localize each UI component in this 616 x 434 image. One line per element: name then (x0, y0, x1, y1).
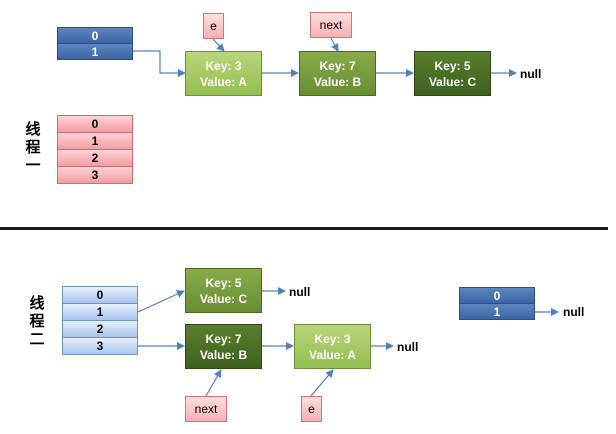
thread2-node-key5: Key: 5 Value: C (185, 268, 262, 313)
thread1-label-char: 线 (25, 120, 41, 138)
section-divider (0, 227, 608, 230)
arrow-next-to-key7 (330, 37, 339, 52)
thread2-new-table-slot-3: 3 (62, 337, 138, 355)
arrow-old-table-to-key3 (133, 50, 186, 77)
thread2-old-table-slot-0: 0 (459, 287, 535, 304)
thread1-node-key7: Key: 7 Value: B (299, 51, 376, 96)
thread2-old-table-slot-1: 1 (459, 303, 535, 320)
thread2-new-table-slot-0: 0 (62, 286, 138, 304)
node-key: Key: 5 (205, 275, 242, 290)
thread2-null-after-key5: null (289, 285, 311, 299)
node-value: Value: A (200, 74, 247, 89)
thread1-label-char: 程 (25, 138, 41, 156)
arrow-slot1-to-key5 (137, 290, 185, 313)
thread2-label: 线 程 二 (28, 294, 46, 348)
node-key: Key: 7 (205, 331, 242, 346)
thread2-label-char: 线 (29, 294, 45, 312)
node-value: Value: C (428, 74, 477, 89)
node-key: Key: 3 (205, 58, 242, 73)
thread2-node-key3: Key: 3 Value: A (294, 324, 371, 369)
thread1-tag-next: next (310, 12, 352, 38)
thread1-new-table-slot-3: 3 (57, 166, 133, 184)
thread2-node-key7: Key: 7 Value: B (185, 324, 262, 369)
node-key: Key: 5 (434, 58, 471, 73)
thread1-node-key5: Key: 5 Value: C (414, 51, 491, 96)
arrow-e-to-key3 (310, 369, 334, 397)
arrow-e-to-key3 (211, 37, 225, 52)
node-key: Key: 3 (314, 331, 351, 346)
thread2-tag-e: e (301, 396, 322, 422)
thread1-label: 线 程 一 (24, 120, 42, 174)
node-value: Value: C (199, 291, 248, 306)
node-value: Value: B (199, 347, 248, 362)
node-value: Value: B (313, 74, 362, 89)
thread2-old-table-null: null (563, 305, 585, 319)
thread1-old-table-slot-0: 0 (57, 27, 133, 44)
thread1-old-table-slot-1: 1 (57, 43, 133, 60)
thread1-new-table-slot-0: 0 (57, 115, 133, 133)
thread1-tag-e: e (203, 13, 224, 39)
thread1-null: null (520, 67, 542, 81)
arrow-next-to-key7 (205, 369, 222, 397)
thread1-new-table-slot-1: 1 (57, 132, 133, 150)
node-value: Value: A (309, 347, 356, 362)
thread2-label-char: 二 (29, 330, 45, 348)
thread2-new-table-slot-2: 2 (62, 320, 138, 338)
node-key: Key: 7 (319, 58, 356, 73)
thread2-label-char: 程 (29, 312, 45, 330)
thread1-node-key3: Key: 3 Value: A (185, 51, 262, 96)
thread2-null-after-key3: null (397, 340, 419, 354)
thread1-new-table-slot-2: 2 (57, 149, 133, 167)
thread1-label-char: 一 (25, 156, 41, 174)
thread2-tag-next: next (185, 396, 227, 422)
thread2-new-table-slot-1: 1 (62, 303, 138, 321)
